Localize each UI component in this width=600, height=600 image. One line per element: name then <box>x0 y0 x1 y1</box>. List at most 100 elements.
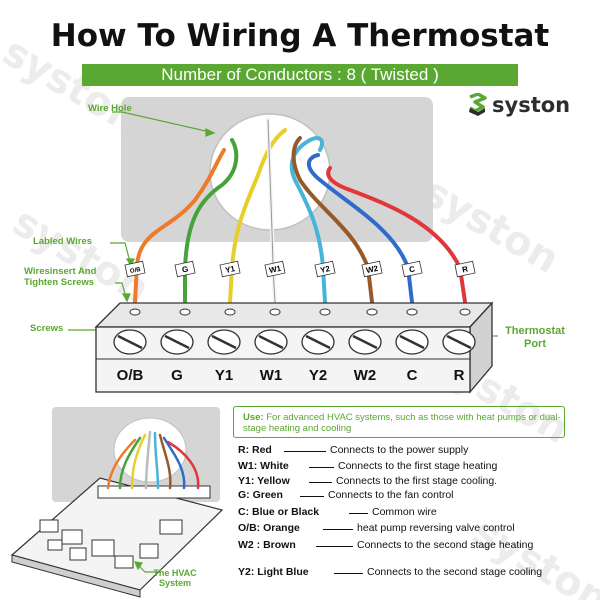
wire-tag-label: R <box>461 264 469 274</box>
screw-icon <box>301 329 335 355</box>
conductor-banner: Number of Conductors : 8 ( Twisted ) <box>82 64 518 86</box>
screw-icon <box>254 329 288 355</box>
callout-wires-insert: Wiresinsert And Tighten Screws <box>24 266 97 288</box>
hvac-component <box>139 543 159 559</box>
legend-code: Y2: Light Blue <box>238 566 309 578</box>
legend-dash <box>323 529 353 530</box>
terminal-hole <box>179 308 191 316</box>
callout-hvac-system: The HVAC System <box>153 568 197 588</box>
wire-tag-label: Y2 <box>319 264 331 275</box>
legend-description: Connects to the fan control <box>328 489 454 501</box>
terminal-hole <box>366 308 378 316</box>
terminal-screws <box>113 329 476 355</box>
s-logo-icon <box>469 93 487 116</box>
terminal-hole <box>224 308 236 316</box>
legend-code: W2 : Brown <box>238 539 296 551</box>
wire-tag: G <box>174 260 196 278</box>
screw-icon <box>442 329 476 355</box>
wire-tag: W2 <box>361 260 383 278</box>
hvac-component <box>159 519 183 535</box>
legend-dash <box>309 482 332 483</box>
page-title: How To Wiring A Thermostat <box>50 18 550 54</box>
legend-dash <box>349 513 368 514</box>
legend-dash <box>334 573 363 574</box>
terminal-label: R <box>453 367 465 384</box>
hvac-component <box>114 555 134 569</box>
terminal-label: W1 <box>259 367 283 384</box>
hvac-component <box>61 529 83 545</box>
wire-brown <box>291 136 374 304</box>
use-label: Use: <box>243 412 264 423</box>
wire-tag: C <box>401 260 423 278</box>
terminal-label: Y1 <box>214 367 234 384</box>
hvac-component <box>91 539 115 557</box>
terminal-hole <box>459 308 471 316</box>
legend-code: Y1: Yellow <box>238 475 290 487</box>
wire-light-blue <box>289 136 327 304</box>
wire-yellow <box>228 128 287 304</box>
brand-logo: syston <box>466 92 570 118</box>
terminal-holes <box>129 308 471 316</box>
wire-white-outline <box>267 119 276 303</box>
legend-description: Connects to the second stage cooling <box>367 566 543 578</box>
screw-icon <box>395 329 429 355</box>
wire-blue <box>306 153 414 304</box>
wires <box>133 118 467 304</box>
callout-screws: Screws <box>30 323 64 334</box>
legend-code: W1: White <box>238 460 289 472</box>
hvac-component <box>39 519 59 533</box>
hvac-board-edge <box>11 554 141 598</box>
legend-dash <box>284 451 326 452</box>
wire-tag-label: C <box>408 264 416 274</box>
logo-text: syston <box>492 93 571 117</box>
terminal-hole <box>319 308 331 316</box>
terminal-hole <box>406 308 418 316</box>
hvac-component <box>69 547 87 561</box>
use-text: Use: For advanced HVAC systems, such as … <box>243 412 563 434</box>
legend-description: Connects to the first stage cooling. <box>336 475 498 487</box>
wire-orange <box>133 148 226 304</box>
screw-icon <box>160 329 194 355</box>
wire-tag: Y2 <box>314 260 336 278</box>
legend-dash <box>316 546 353 547</box>
callout-thermostat-port: Thermostat Port <box>505 325 565 350</box>
legend-dash <box>309 467 334 468</box>
legend-description: Connects to the first stage heating <box>338 460 498 472</box>
legend-description: Connects to the power supply <box>330 444 469 456</box>
wire-tag-label: Y1 <box>224 264 236 275</box>
terminal-hole <box>129 308 141 316</box>
use-box <box>233 406 565 438</box>
wire-tag-label: W1 <box>268 264 282 275</box>
callout-wire-hole: Wire Hole <box>88 103 132 114</box>
terminal-label: G <box>171 367 183 384</box>
wire-tag-label: O/B <box>130 267 142 275</box>
wire-tags: O/B G Y1 W1 Y2 W2 C R <box>124 260 476 278</box>
wire-tag: R <box>454 260 476 278</box>
legend-code: C: Blue or Black <box>238 506 320 518</box>
use-description: For advanced HVAC systems, such as those… <box>243 412 561 434</box>
wire-tag: Y1 <box>219 260 241 278</box>
hvac-component <box>47 539 63 551</box>
legend-code: G: Green <box>238 489 283 501</box>
wire-tag-label: G <box>181 264 189 274</box>
legend-description: Common wire <box>372 506 437 518</box>
legend-description: Connects to the second stage heating <box>357 539 534 551</box>
terminal-label: O/B <box>116 367 144 384</box>
callout-labeled-wires: Labled Wires <box>33 236 93 247</box>
wire-green <box>183 138 239 304</box>
legend-code: O/B: Orange <box>238 522 300 534</box>
terminal-label: W2 <box>353 367 377 384</box>
terminal-label: Y2 <box>308 367 328 384</box>
terminal-label: C <box>406 367 418 384</box>
legend-description: heat pump reversing valve control <box>357 522 515 534</box>
screw-icon <box>348 329 382 355</box>
wire-tag: W1 <box>264 260 286 278</box>
wire-tag-label: W2 <box>365 264 379 275</box>
terminal-hole <box>269 308 281 316</box>
wire-red <box>326 166 467 304</box>
screw-icon <box>207 329 241 355</box>
legend-code: R: Red <box>238 444 272 456</box>
